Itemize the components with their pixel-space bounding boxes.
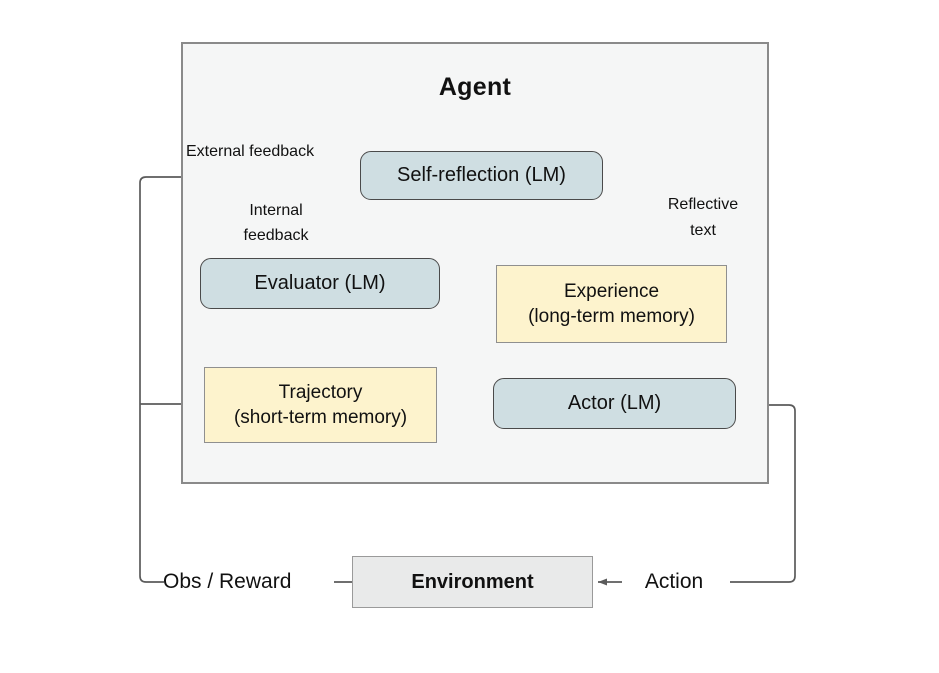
evaluator-box: Evaluator (LM) [200, 258, 440, 309]
actor-box: Actor (LM) [493, 378, 736, 429]
environment-box: Environment [352, 556, 593, 608]
experience-box: Experience (long-term memory) [496, 265, 727, 343]
trajectory-box: Trajectory (short-term memory) [204, 367, 437, 443]
reflective-text-label: Reflective text [667, 196, 739, 239]
action-label: Action [644, 570, 704, 593]
obs-reward-label: Obs / Reward [163, 570, 292, 593]
agent-title: Agent [438, 73, 512, 101]
internal-feedback-label: Internal feedback [243, 202, 309, 244]
self-reflection-box: Self-reflection (LM) [360, 151, 603, 200]
external-feedback-label: External feedback [186, 143, 315, 160]
